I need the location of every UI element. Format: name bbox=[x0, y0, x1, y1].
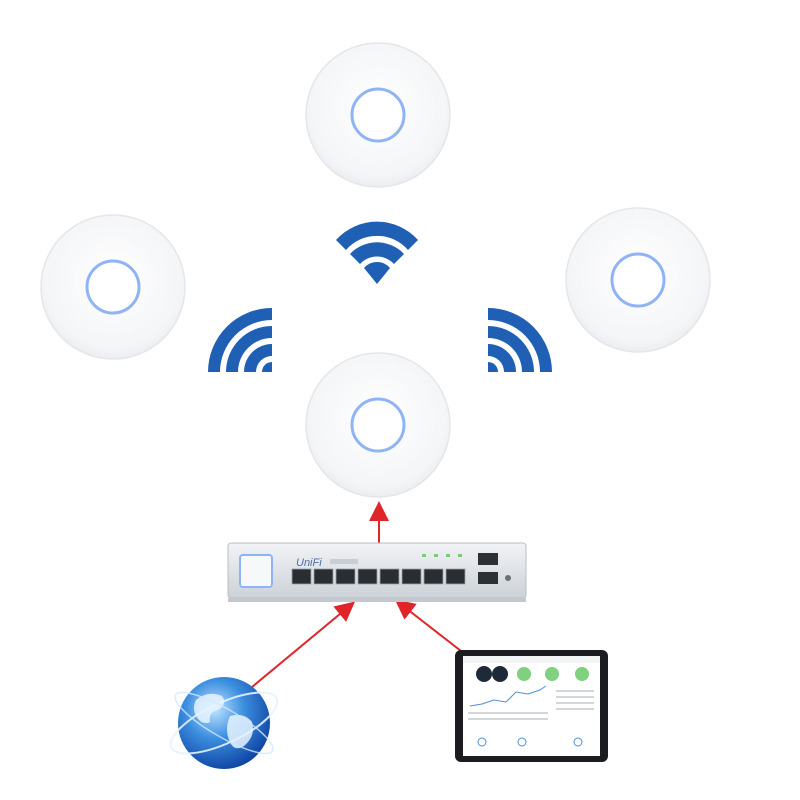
ethernet-ports bbox=[291, 568, 466, 585]
arrow-internet-to-switch bbox=[245, 601, 356, 693]
ethernet-port bbox=[423, 568, 444, 585]
ethernet-port bbox=[401, 568, 422, 585]
reset-button-icon bbox=[505, 575, 511, 581]
ethernet-port bbox=[335, 568, 356, 585]
controller-tablet bbox=[455, 650, 608, 762]
switch-brand-label: UniFi bbox=[296, 557, 322, 569]
access-point-right bbox=[565, 207, 711, 353]
led-ring-icon bbox=[350, 87, 406, 143]
access-point-center bbox=[305, 352, 451, 498]
ethernet-port bbox=[357, 568, 378, 585]
wifi-signal-icon bbox=[336, 221, 418, 284]
network-switch: UniFi bbox=[227, 542, 527, 602]
access-point-top bbox=[305, 42, 451, 188]
ethernet-port bbox=[313, 568, 334, 585]
ethernet-port bbox=[445, 568, 466, 585]
internet-globe-icon bbox=[169, 677, 279, 769]
switch-status-leds bbox=[422, 554, 462, 557]
ethernet-port bbox=[379, 568, 400, 585]
access-point-left bbox=[40, 214, 186, 360]
wifi-signal-icon bbox=[488, 308, 552, 372]
led-ring-icon bbox=[610, 252, 666, 308]
arrow-controller-to-switch bbox=[394, 599, 471, 659]
switch-power-button bbox=[239, 554, 273, 588]
wifi-signal-icon bbox=[208, 308, 272, 372]
led-ring-icon bbox=[350, 397, 406, 453]
led-ring-icon bbox=[85, 259, 141, 315]
dashboard-screen bbox=[463, 656, 600, 747]
ethernet-port bbox=[291, 568, 312, 585]
sfp-ports bbox=[478, 553, 498, 584]
